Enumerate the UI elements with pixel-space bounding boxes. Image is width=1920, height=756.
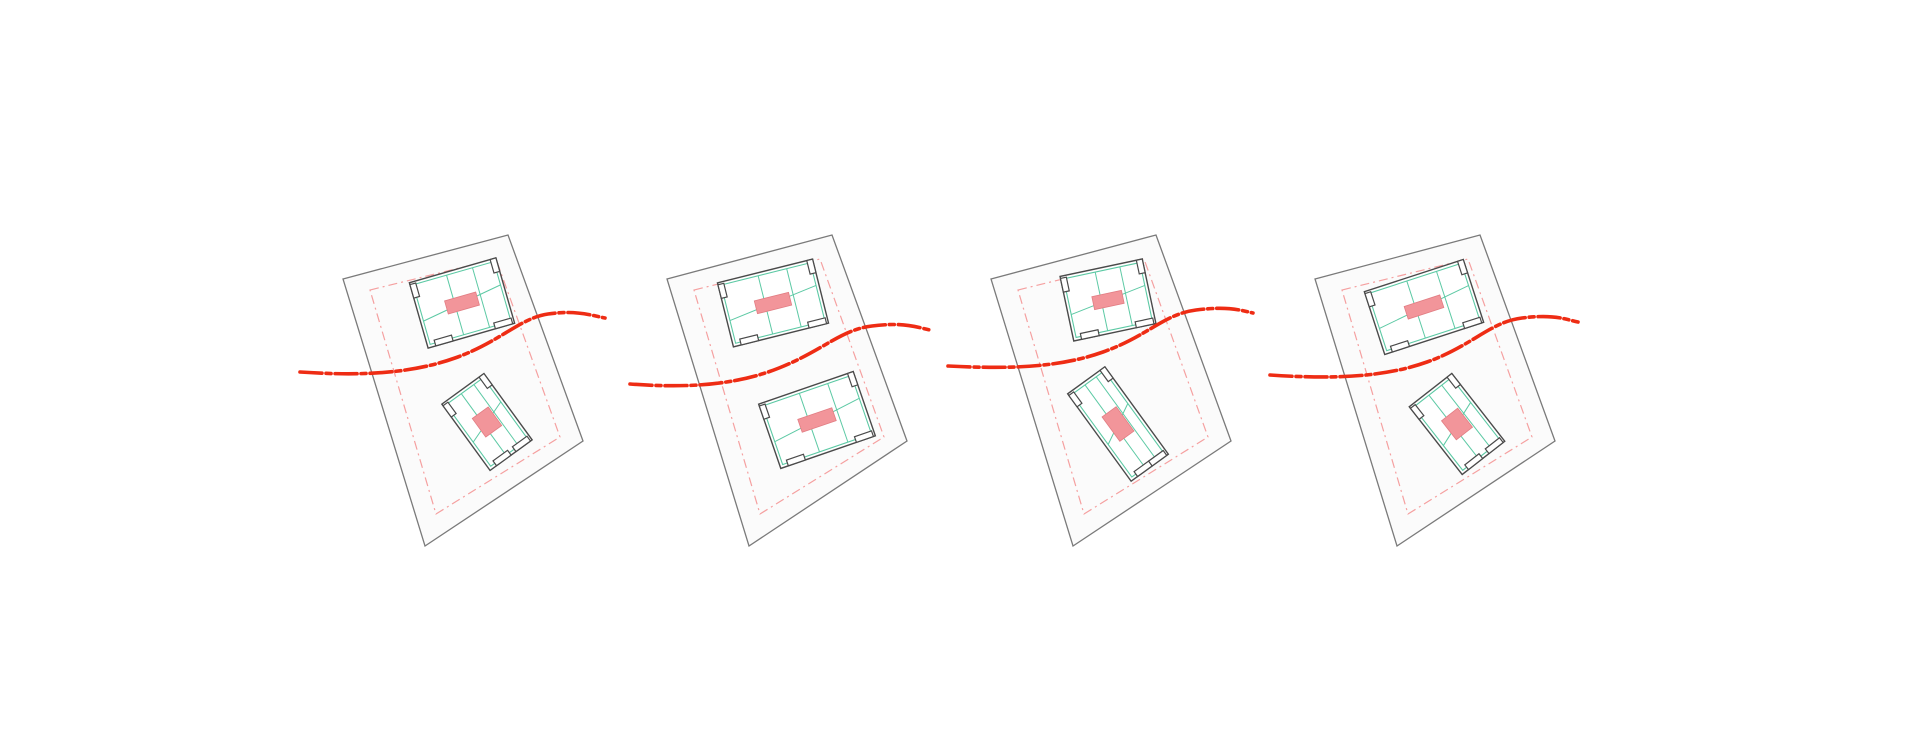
- corner-stair-marker: [806, 317, 828, 329]
- building-core: [1403, 294, 1445, 320]
- buildings-group: [408, 257, 534, 472]
- corner-stair-marker: [1135, 258, 1146, 275]
- corner-stair-marker: [511, 435, 532, 453]
- building-core: [444, 291, 480, 315]
- corner-stair-marker: [1364, 290, 1376, 308]
- setback-boundary: [1341, 258, 1533, 515]
- corner-stair-marker: [758, 403, 771, 421]
- diagram-panel-3: [946, 234, 1255, 548]
- setback-boundary: [1017, 258, 1209, 515]
- corner-stair-marker: [1462, 316, 1483, 330]
- corner-stair-marker: [442, 401, 457, 418]
- corner-stair-marker: [1147, 449, 1168, 467]
- grid-line: [1095, 376, 1157, 460]
- grid-line: [1441, 384, 1492, 449]
- diagram-panel-2: [628, 234, 932, 548]
- corner-stair-marker: [846, 370, 859, 388]
- structural-perimeter: [1367, 262, 1481, 352]
- corner-stair-marker: [1456, 258, 1469, 276]
- building-core: [1440, 407, 1474, 441]
- grid-line: [1436, 271, 1456, 329]
- buildings-group: [1363, 258, 1506, 476]
- corner-stair-marker: [785, 453, 807, 467]
- corner-stair-marker: [1463, 452, 1484, 471]
- corner-stair-marker: [717, 282, 728, 300]
- corner-stair-marker: [1409, 403, 1425, 421]
- river-path: [298, 310, 607, 376]
- corner-stair-marker: [1484, 436, 1505, 455]
- building-core: [471, 406, 503, 438]
- panel-1-building-b: [440, 372, 534, 472]
- building-core: [797, 407, 837, 433]
- panel-3-building-b: [1066, 365, 1170, 483]
- grid-line: [786, 268, 802, 328]
- corner-stair-marker: [1099, 365, 1114, 383]
- corner-stair-marker: [492, 449, 512, 467]
- corner-stair-marker: [1446, 372, 1462, 390]
- building-core: [1091, 289, 1125, 311]
- corner-stair-marker: [1059, 276, 1070, 293]
- corner-stair-marker: [853, 430, 875, 444]
- corner-stair-marker: [1067, 391, 1083, 408]
- buildings-group: [1059, 258, 1170, 483]
- buildings-group: [716, 258, 877, 470]
- setback-boundary: [369, 258, 561, 515]
- structural-perimeter: [1412, 376, 1502, 472]
- corner-stair-marker: [433, 334, 454, 347]
- corner-stair-marker: [806, 258, 817, 275]
- panel-4-building-a: [1363, 258, 1485, 356]
- corner-stair-marker: [1134, 317, 1155, 329]
- panel-1-building-a: [408, 257, 516, 349]
- corner-stair-marker: [489, 257, 501, 274]
- grid-line: [1119, 266, 1133, 326]
- river-path: [946, 306, 1255, 370]
- grid-line: [473, 384, 519, 447]
- river-path: [1268, 314, 1580, 379]
- diagram-panel-1: [298, 234, 607, 548]
- panel-2-building-a: [716, 258, 830, 348]
- corner-stair-marker: [1079, 329, 1100, 341]
- panel-4-building-b: [1408, 372, 1506, 476]
- structural-perimeter: [720, 262, 826, 344]
- building-core: [753, 291, 793, 315]
- setback-boundary: [693, 258, 885, 515]
- corner-stair-marker: [409, 282, 421, 299]
- corner-stair-marker: [493, 317, 514, 330]
- corner-stair-marker: [1389, 339, 1411, 353]
- building-core: [1101, 406, 1135, 442]
- panel-2-building-b: [757, 370, 877, 470]
- diagram-panel-4: [1268, 234, 1580, 548]
- corner-stair-marker: [739, 334, 760, 346]
- river-path: [628, 322, 932, 388]
- grid-line: [827, 383, 849, 443]
- structural-perimeter: [412, 260, 512, 346]
- grid-line: [472, 267, 491, 328]
- corner-stair-marker: [478, 372, 494, 390]
- panel-3-building-a: [1059, 258, 1157, 342]
- structural-perimeter: [1062, 261, 1154, 339]
- diagram-panels: [298, 234, 1580, 548]
- structural-perimeter: [761, 374, 873, 466]
